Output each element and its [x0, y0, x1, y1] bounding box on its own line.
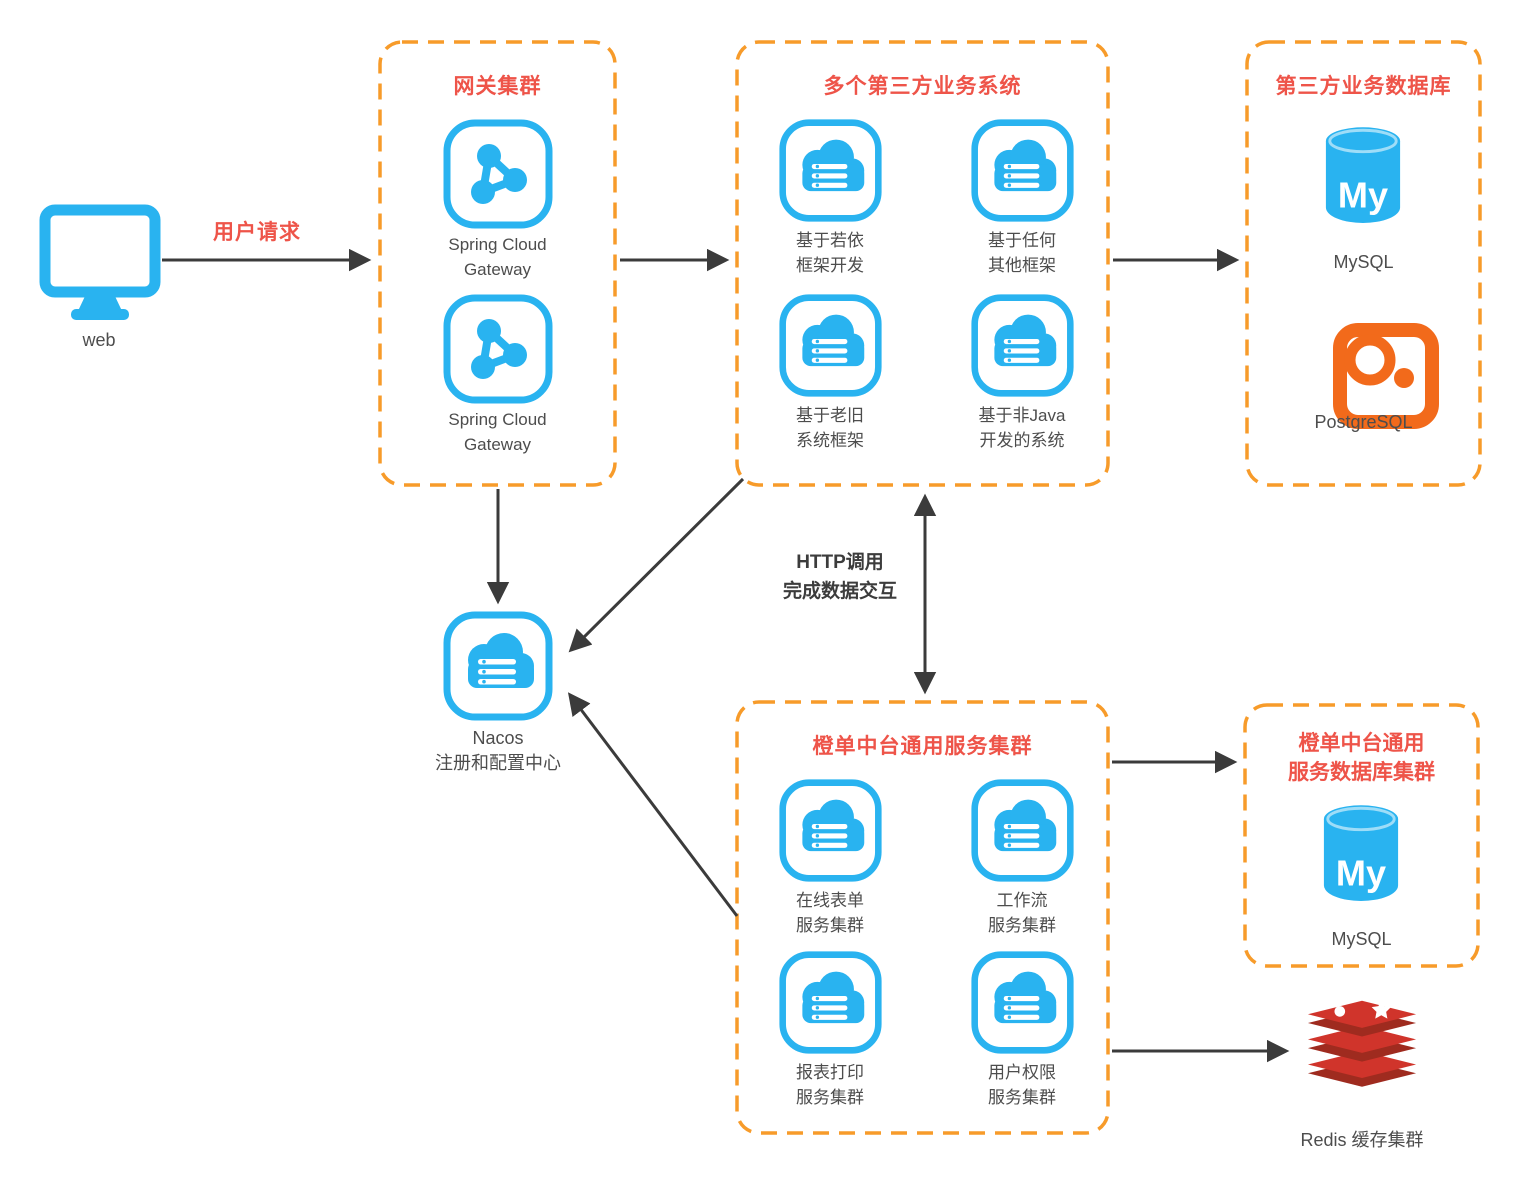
thirdparty-system-icon-3	[778, 293, 883, 398]
midplatform-node-label-2: 工作流 服务集群	[937, 888, 1107, 938]
midplatform-node-label-1: 在线表单 服务集群	[745, 888, 915, 938]
thirdparty-systems-group: 多个第三方业务系统 基于若依 框架开发 基于任何 其他框架 基于老旧 系统框架 …	[735, 40, 1110, 487]
gateway-node-label-1: Spring Cloud Gateway	[398, 232, 597, 282]
label-line: 完成数据交互	[782, 581, 897, 602]
label-line: 工作流	[996, 891, 1048, 910]
thirdparty-db-group-title: 第三方业务数据库	[1275, 75, 1452, 98]
label-line: 报表打印	[796, 1063, 864, 1082]
midplatform-db-group-border	[1243, 703, 1480, 968]
midplatform-services-group: 橙单中台通用服务集群 在线表单 服务集群 工作流 服务集群 报表打印 服务集群 …	[735, 700, 1110, 1135]
thirdparty-system-icon-1	[778, 118, 883, 223]
arrow-thirdparty-to-nacos	[568, 477, 745, 653]
gateway-group-title: 网关集群	[453, 75, 542, 98]
mysql-label: MySQL	[1333, 252, 1394, 272]
thirdparty-db-group-border	[1245, 40, 1482, 487]
label-line: 用户权限	[988, 1063, 1056, 1082]
thirdparty-node-label-4: 基于非Java 开发的系统	[937, 403, 1107, 453]
midplatform-service-icon-2	[970, 778, 1075, 883]
label-line: 注册和配置中心	[435, 753, 561, 773]
label-line: 基于若依	[796, 231, 864, 250]
label-line: Gateway	[463, 435, 532, 454]
mysql-icon	[1322, 125, 1404, 237]
label-line: 服务集群	[796, 916, 864, 935]
midplatform-service-icon-3	[778, 950, 883, 1055]
label-line: 服务数据库集群	[1288, 761, 1435, 784]
label-line: 其他框架	[988, 256, 1056, 275]
user-request-label: 用户请求	[213, 221, 301, 244]
midplatform-node-label-3: 报表打印 服务集群	[745, 1060, 915, 1110]
web-monitor-icon	[38, 203, 162, 327]
gateway-node-label-2: Spring Cloud Gateway	[398, 407, 597, 457]
gateway-group-border	[378, 40, 617, 487]
midplatform-group-border	[735, 700, 1110, 1135]
label-line: 橙单中台通用	[1298, 732, 1425, 755]
label-line: 基于老旧	[796, 406, 864, 425]
thirdparty-node-label-2: 基于任何 其他框架	[937, 228, 1107, 278]
midplatform-node-label-4: 用户权限 服务集群	[937, 1060, 1107, 1110]
thirdparty-group-border	[735, 40, 1110, 487]
label-line: 开发的系统	[979, 431, 1065, 450]
label-line: 框架开发	[796, 256, 864, 275]
thirdparty-node-label-3: 基于老旧 系统框架	[745, 403, 915, 453]
spring-cloud-gateway-icon-2	[442, 293, 554, 405]
midplatform-service-icon-4	[970, 950, 1075, 1055]
thirdparty-node-label-1: 基于若依 框架开发	[745, 228, 915, 278]
label-line: 基于任何	[988, 231, 1056, 250]
label-line: Spring Cloud	[448, 410, 547, 429]
gateway-group: 网关集群 Spring Cloud Gateway Spring Cloud G…	[378, 40, 617, 487]
redis-label: Redis 缓存集群	[1300, 1130, 1424, 1150]
label-line: 在线表单	[796, 891, 864, 910]
thirdparty-system-icon-4	[970, 293, 1075, 398]
midplatform-group-title: 橙单中台通用服务集群	[812, 735, 1033, 758]
label-line: Gateway	[463, 260, 532, 279]
label-line: 服务集群	[988, 1088, 1056, 1107]
label-line: 系统框架	[796, 431, 864, 450]
label-line: 服务集群	[988, 916, 1056, 935]
mysql-cluster-label: MySQL	[1331, 929, 1392, 949]
http-interaction-label: HTTP调用 完成数据交互	[755, 548, 925, 606]
spring-cloud-gateway-icon-1	[442, 118, 554, 230]
label-line: HTTP调用	[796, 552, 884, 573]
label-line: 服务集群	[796, 1088, 864, 1107]
redis-icon	[1296, 995, 1428, 1107]
label-line: Spring Cloud	[448, 235, 547, 254]
web-label: web	[82, 330, 116, 350]
nacos-label: Nacos 注册和配置中心	[388, 726, 608, 776]
postgresql-icon	[1330, 320, 1442, 432]
label-line: Nacos	[472, 728, 524, 748]
label-line: 基于非Java	[978, 406, 1066, 425]
thirdparty-db-group: 第三方业务数据库 MySQL PostgreSQL	[1245, 40, 1482, 487]
midplatform-service-icon-1	[778, 778, 883, 883]
midplatform-db-group: 橙单中台通用 服务数据库集群 MySQL	[1243, 703, 1480, 968]
postgresql-label: PostgreSQL	[1314, 412, 1413, 432]
mysql-icon-cluster	[1320, 803, 1402, 915]
thirdparty-group-title: 多个第三方业务系统	[823, 75, 1022, 98]
midplatform-db-group-title: 橙单中台通用 服务数据库集群	[1243, 729, 1480, 787]
nacos-icon	[442, 610, 554, 722]
thirdparty-system-icon-2	[970, 118, 1075, 223]
